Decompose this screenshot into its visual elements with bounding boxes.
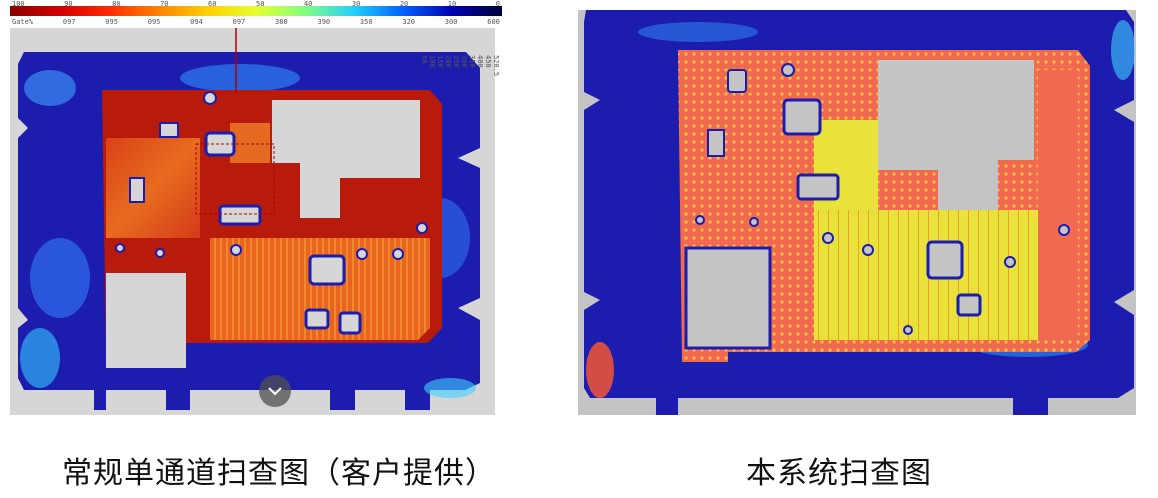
colorbar-bottom-ticks: Gate% 097 095 095 094 097 380 390 350 32… — [10, 18, 502, 26]
colorbar-tick: 097 — [62, 18, 76, 26]
axis-tick: 350 — [468, 55, 476, 68]
axis-tick: 150 — [436, 55, 444, 68]
colorbar-tick: 097 — [232, 18, 246, 26]
colorbar-tick: 90 — [64, 0, 73, 8]
colorbar-tick: 300 — [444, 18, 458, 26]
right-axis: 520.5 450 400 350 300 250 200 150 100 50 — [420, 55, 500, 385]
colorbar-tick: 70 — [160, 0, 169, 8]
colorbar-tick: 390 — [317, 18, 331, 26]
system-scan-image — [578, 10, 1136, 415]
colorbar-tick: 20 — [399, 0, 409, 8]
amplitude-colorbar — [10, 6, 502, 16]
conventional-scan-plot — [10, 28, 495, 415]
axis-tick: 450 — [484, 55, 492, 68]
colorbar-tick: 095 — [147, 18, 161, 26]
colorbar-tick: 600 — [487, 18, 500, 26]
colorbar-tick: 094 — [190, 18, 203, 26]
scroll-down-button[interactable] — [259, 375, 291, 407]
axis-tick: 520.5 — [492, 55, 500, 77]
colorbar-tick: 320 — [402, 18, 416, 26]
axis-tick: 300 — [460, 55, 468, 68]
colorbar-tick: 350 — [359, 18, 373, 26]
colorbar-tick: 30 — [351, 0, 361, 8]
colorbar-tick: 50 — [255, 0, 265, 8]
colorbar-tick: 100 — [12, 0, 25, 8]
axis-tick: 50 — [420, 55, 428, 64]
colorbar-tick: 0 — [495, 0, 500, 8]
colorbar-tick: 095 — [105, 18, 118, 26]
axis-tick: 250 — [452, 55, 460, 68]
chevron-down-icon — [268, 387, 282, 396]
colorbar-tick: 60 — [208, 0, 217, 8]
axis-tick: 200 — [444, 55, 452, 68]
colorbar-tick: 40 — [303, 0, 313, 8]
colorbar-tick: 10 — [447, 0, 457, 8]
axis-tick: 400 — [476, 55, 484, 68]
colorbar-tick: 380 — [275, 18, 288, 26]
colorbar-tick: Gate% — [12, 18, 34, 26]
colorbar-tick: 80 — [112, 0, 121, 8]
axis-tick: 100 — [428, 55, 436, 68]
conventional-scan-caption: 常规单通道扫查图（客户提供） — [62, 456, 496, 491]
system-scan-plot — [584, 10, 1135, 415]
gate-box — [195, 143, 275, 215]
colorbar-top-ticks: 100 90 80 70 60 50 40 30 20 10 0 — [10, 0, 502, 8]
system-scan-caption: 本系统扫查图 — [746, 456, 932, 491]
conventional-scan-image: 100 90 80 70 60 50 40 30 20 10 0 Gate% 0… — [10, 0, 502, 415]
